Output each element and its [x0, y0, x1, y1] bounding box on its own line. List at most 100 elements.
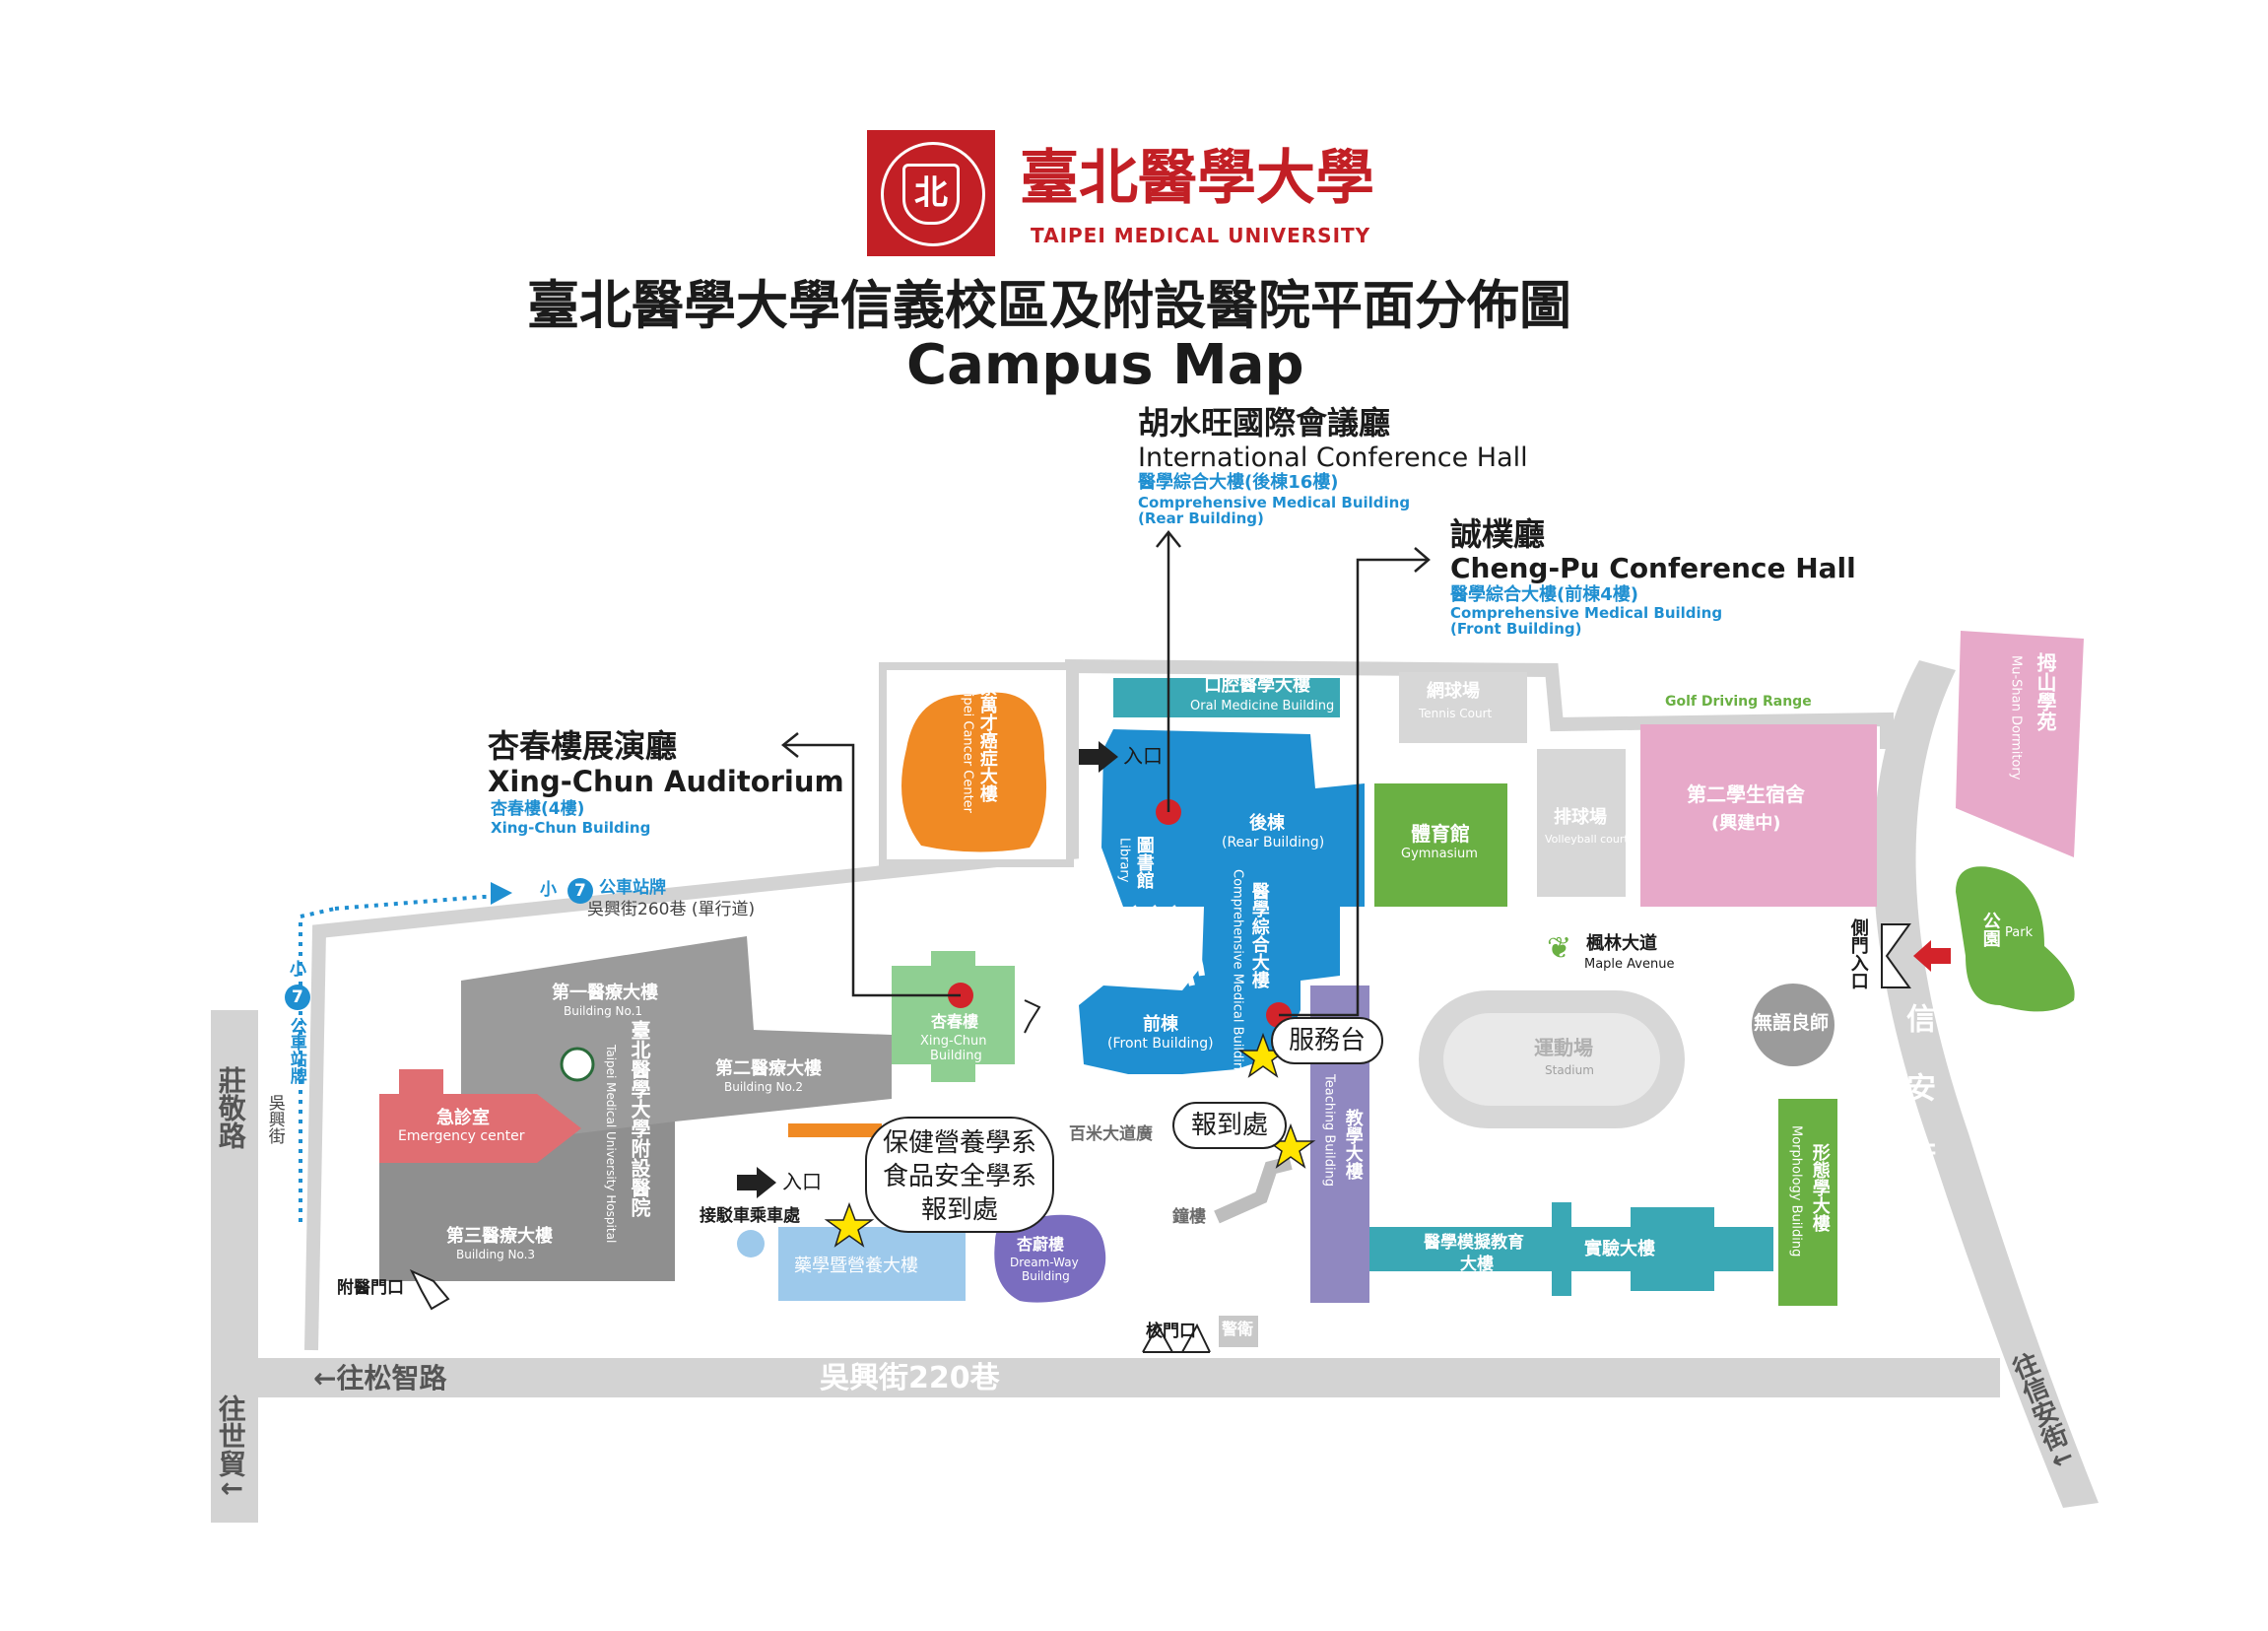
xingchun-building — [892, 951, 1015, 1082]
lab-building-cn: 實驗大樓 — [1584, 1239, 1655, 1259]
nutrition-registration-callout[interactable]: 保健營養學系 食品安全學系 報到處 — [865, 1117, 1054, 1233]
morphology-building — [1778, 1099, 1837, 1306]
registration-label: 報到處 — [1190, 1111, 1268, 1140]
road-wuxing220-label: 吳興街220巷 — [820, 1361, 1000, 1395]
logo-shield-icon: 北 — [902, 164, 960, 225]
leader-conference-arrow — [1156, 529, 1181, 548]
building-3-en: Building No.3 — [456, 1248, 536, 1261]
teaching-building-cn: 教學大樓 — [1342, 1109, 1364, 1180]
oral-medicine-building — [1113, 678, 1340, 717]
oral-medicine-en: Oral Medicine Building — [1190, 699, 1335, 714]
nutrition-registration-star — [824, 1201, 875, 1248]
tennis-court — [1399, 672, 1527, 743]
bus-7-icon-top — [567, 878, 593, 904]
hospital-emblem — [560, 1047, 595, 1082]
university-logo: 北 — [867, 130, 995, 256]
xingchun-auditorium-en: Xing-Chun Auditorium — [488, 765, 844, 798]
road-xinan-label: 信安街 — [1901, 1003, 1935, 1210]
maple-avenue-cn: 楓林大道 — [1586, 933, 1657, 954]
bus-stop-top-street: 吳興街260巷 (單行道) — [587, 900, 756, 919]
leader-xingchun — [783, 743, 961, 997]
bell-tower-path — [1214, 1156, 1293, 1224]
orange-bar — [788, 1123, 882, 1137]
entrance-top-label[interactable]: 入口 — [1123, 744, 1163, 768]
hospital-name-cn: 臺北醫學大學附設醫院 — [628, 1020, 651, 1217]
shuttle-stop-dot — [737, 1230, 765, 1257]
chengpu-en: Cheng-Pu Conference Hall — [1450, 552, 1856, 584]
oral-medicine-cn: 口腔醫學大樓 — [1204, 675, 1310, 696]
registration-callout[interactable]: 報到處 — [1172, 1102, 1287, 1149]
stadium-cn: 運動場 — [1534, 1036, 1593, 1059]
dreamway-en1: Dream-Way — [1010, 1256, 1079, 1269]
conference-hall-sub-en1: Comprehensive Medical Building — [1138, 494, 1411, 511]
entrance-arrow-top — [1079, 741, 1118, 773]
conference-hall-en: International Conference Hall — [1138, 442, 1528, 473]
hospital-gate-symbol — [409, 1268, 450, 1311]
maple-avenue-en: Maple Avenue — [1584, 957, 1675, 972]
mushan-dormitory — [1956, 631, 2084, 857]
second-dorm-cn: 第二學生宿舍 — [1687, 782, 1805, 806]
comprehensive-medical-building — [1079, 729, 1365, 1074]
tennis-court-cn: 網球場 — [1427, 681, 1480, 702]
bus-7-icon-side — [285, 985, 310, 1010]
emergency-en: Emergency center — [398, 1128, 525, 1144]
cancer-center — [901, 692, 1047, 852]
xingchun-building-en1: Xing-Chun — [920, 1034, 987, 1049]
school-gate-symbol — [1142, 1323, 1211, 1353]
side-gate-label[interactable]: 側門入口 — [1847, 918, 1869, 989]
xingchun-auditorium-sub-cn: 杏春樓(4樓) — [491, 799, 585, 819]
hospital-gate-label[interactable]: 附醫門口 — [337, 1278, 404, 1298]
school-gate-label[interactable]: 校門口 — [1146, 1322, 1196, 1341]
xingchun-building-cn: 杏春樓 — [931, 1012, 979, 1031]
pharmacy-building — [778, 1227, 966, 1301]
side-gate-arrow — [1913, 940, 1951, 972]
bus-small-side: 小 — [290, 960, 306, 980]
library-en: Library — [1116, 838, 1132, 883]
chengpu-cn: 誠樸廳 — [1450, 515, 1546, 553]
chengpu-sub-en2: (Front Building) — [1450, 620, 1582, 638]
gymnasium — [1374, 783, 1507, 907]
bus-route-top — [334, 895, 493, 911]
dreamway-cn: 杏蔚樓 — [1017, 1235, 1065, 1254]
bell-tower-label: 鐘樓 — [1172, 1207, 1206, 1227]
simulation-lab-buildings — [1369, 1202, 1773, 1296]
volleyball-cn: 排球場 — [1554, 807, 1607, 828]
nutrition-line-3: 報到處 — [920, 1195, 998, 1225]
comprehensive-building-en: Comprehensive Medical Building — [1230, 869, 1245, 1079]
mushan-en: Mu-Shan Dormitory — [2008, 655, 2024, 781]
service-desk-callout[interactable]: 服務台 — [1271, 1017, 1383, 1064]
gymnasium-en: Gymnasium — [1401, 847, 1478, 861]
guard-house — [1219, 1316, 1258, 1347]
dreamway-en2: Building — [1022, 1269, 1070, 1283]
pharmacy-cn: 藥學暨營養大樓 — [794, 1256, 918, 1276]
road-wuxing-220 — [211, 1358, 2000, 1397]
entrance-arrow-bottom — [737, 1167, 776, 1198]
building-1-cn: 第一醫療大樓 — [552, 983, 658, 1003]
bus-stop-side-street: 吳興街 — [264, 1094, 285, 1144]
dreamway-building — [994, 1214, 1106, 1303]
shuttle-stop-label[interactable]: 接駁車乘車處 — [700, 1206, 800, 1226]
park — [1956, 866, 2075, 1012]
xingchun-building-en2: Building — [930, 1049, 982, 1063]
building-3-cn: 第三醫療大樓 — [446, 1226, 553, 1247]
road-xinan — [1873, 660, 2099, 1508]
chengpu-sub-en1: Comprehensive Medical Building — [1450, 604, 1723, 622]
bus-7-side: 7 — [292, 987, 303, 1007]
campus-boundary — [304, 658, 1894, 1351]
bus-direction-arrow — [491, 882, 512, 905]
leader-chengpu — [1279, 558, 1429, 1017]
leader-chengpu-arrow — [1414, 547, 1431, 573]
morphology-cn: 形態學大樓 — [1809, 1143, 1831, 1232]
front-building-en: (Front Building) — [1107, 1036, 1214, 1052]
building-1-en: Building No.1 — [564, 1004, 643, 1018]
road-zhuangjing-label: 莊敬路 — [214, 1066, 247, 1149]
xingchun-door — [1024, 999, 1041, 1034]
hospital-name-en: Taipei Medical University Hospital — [604, 1045, 619, 1244]
second-dorm — [1640, 724, 1877, 907]
entrance-bottom-label[interactable]: 入口 — [782, 1170, 822, 1193]
page-title-english: Campus Map — [906, 333, 1304, 397]
conference-hall-sub-en2: (Rear Building) — [1138, 510, 1264, 527]
volleyball-court — [1537, 749, 1626, 897]
leader-xingchun-arrow — [780, 732, 799, 758]
wuyu-liangshi — [1752, 984, 1834, 1066]
